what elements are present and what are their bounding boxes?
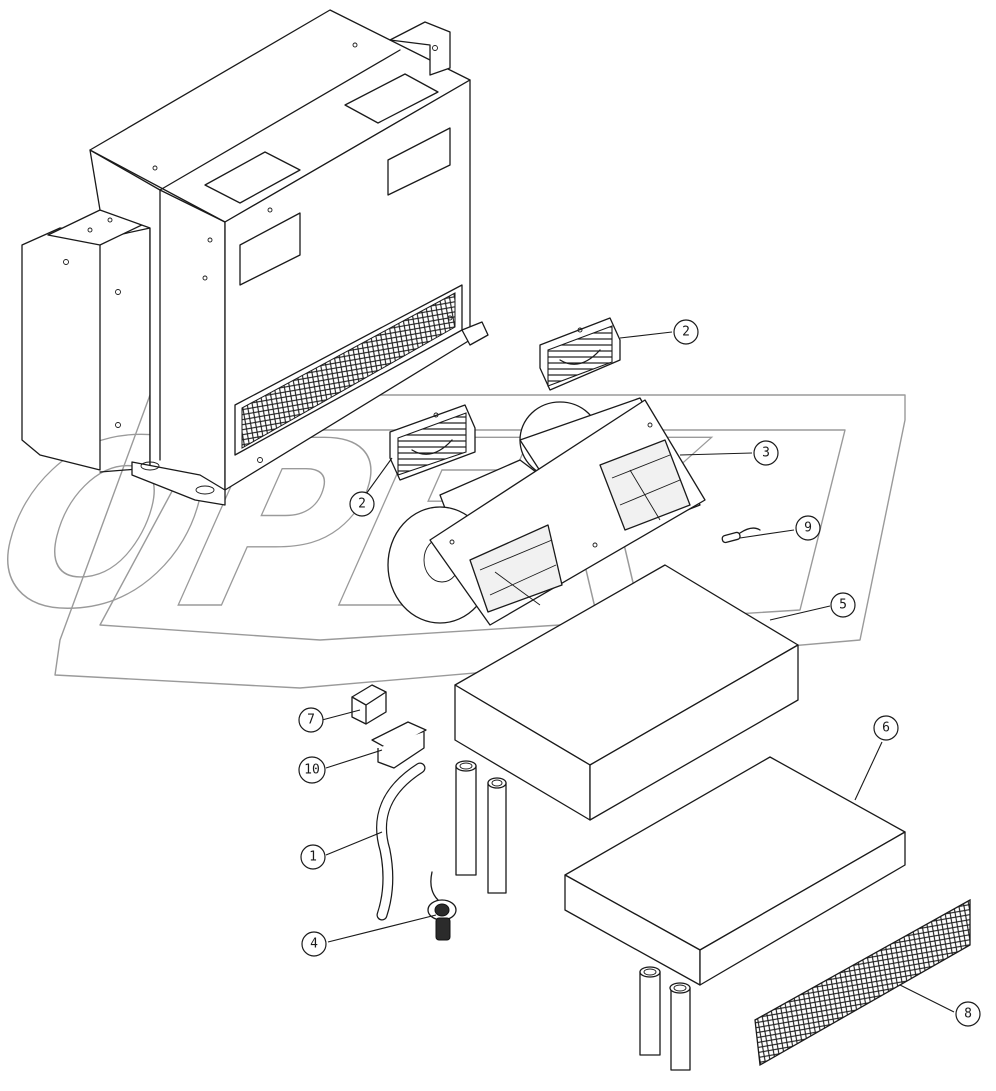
callout-label: 8 — [964, 1007, 972, 1022]
callout-5: 5 — [830, 592, 856, 618]
filter-block — [564, 756, 906, 986]
air-vent-lower — [389, 404, 476, 481]
callout-10: 10 — [298, 756, 326, 784]
callout-6: 6 — [873, 715, 899, 741]
callout-label: 2 — [682, 325, 690, 340]
callout-4: 4 — [301, 931, 327, 957]
callout-label: 4 — [310, 937, 318, 952]
callout-label: 10 — [304, 763, 320, 778]
callout-label: 5 — [839, 598, 847, 613]
callout-8: 8 — [955, 1001, 981, 1027]
blower-fan-assembly — [387, 397, 706, 626]
leader-lines — [321, 331, 955, 1013]
air-vent-upper — [539, 317, 621, 391]
pipe-set-upper — [455, 760, 507, 894]
callout-label: 3 — [762, 446, 770, 461]
flexible-hose — [376, 762, 426, 921]
callout-7: 7 — [298, 707, 324, 733]
callout-1: 1 — [300, 844, 326, 870]
water-valve — [427, 871, 457, 941]
heater-housing — [21, 9, 489, 506]
callout-label: 9 — [804, 521, 812, 536]
heater-core-block — [454, 564, 799, 821]
callout-label: 6 — [882, 721, 890, 736]
callout-label: 7 — [307, 713, 315, 728]
temperature-sensor — [721, 527, 761, 544]
callout-label: 2 — [358, 497, 366, 512]
callout-9: 9 — [795, 515, 821, 541]
callout-2-upper: 2 — [673, 319, 699, 345]
callout-label: 1 — [309, 850, 317, 865]
mounting-bracket — [351, 684, 387, 725]
pipe-set-lower — [639, 966, 691, 1071]
front-mesh-grille — [754, 898, 971, 1067]
callout-3: 3 — [753, 440, 779, 466]
callout-2-lower: 2 — [349, 491, 375, 517]
clamp-plate — [371, 721, 427, 769]
